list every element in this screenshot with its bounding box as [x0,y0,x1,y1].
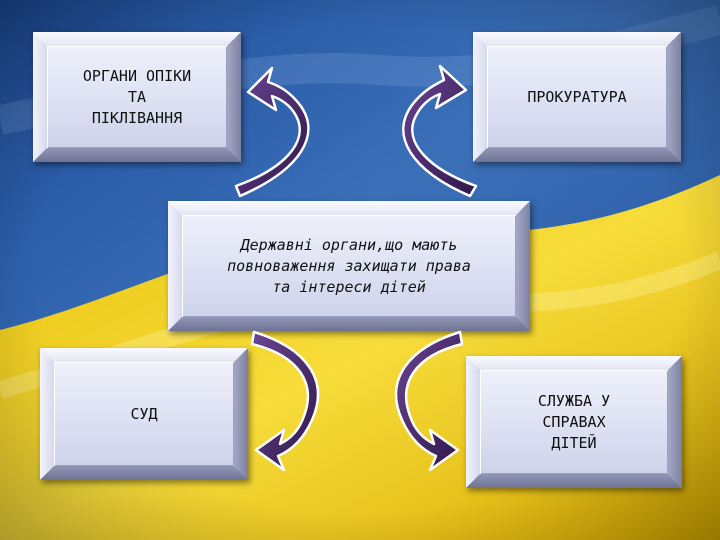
box-court: СУД [40,348,248,480]
childrens-service-label: СЛУЖБА У СПРАВАХ ДІТЕЙ [537,391,611,452]
box-childrens-service: СЛУЖБА У СПРАВАХ ДІТЕЙ [466,356,682,488]
state-bodies-label: Державні органи,що мають повноваження за… [227,235,471,296]
box-state-bodies: Державні органи,що мають повноваження за… [168,201,530,331]
guardianship-label: ОРГАНИ ОПІКИ ТА ПІКЛІВАННЯ [82,66,192,127]
prosecutor-label: ПРОКУРАТУРА [527,87,627,106]
box-guardianship: ОРГАНИ ОПІКИ ТА ПІКЛІВАННЯ [33,32,241,162]
box-prosecutor: ПРОКУРАТУРА [473,32,681,162]
court-label: СУД [130,404,158,423]
